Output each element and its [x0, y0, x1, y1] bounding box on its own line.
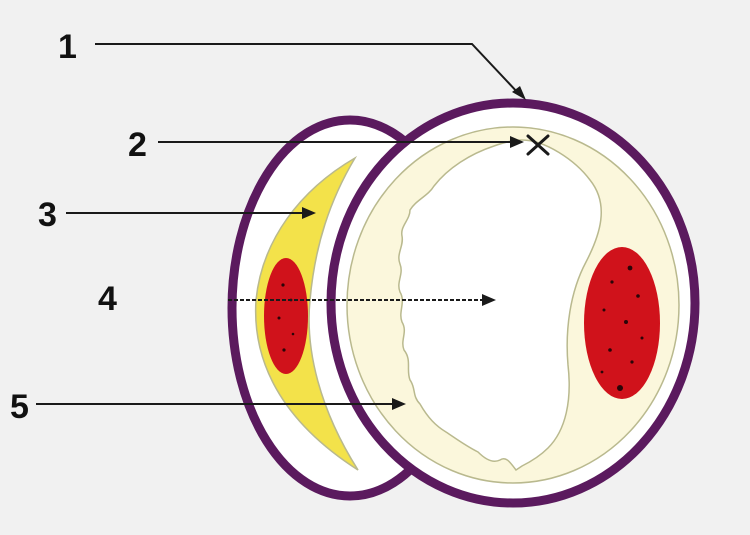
leader-line-1: [95, 44, 520, 95]
back-red-marrow: [264, 258, 308, 374]
callout-label-5: 5: [10, 388, 29, 426]
callout-label-1: 1: [58, 28, 77, 66]
callout-label-4: 4: [98, 280, 117, 318]
callout-label-2: 2: [128, 126, 147, 164]
callout-label-3: 3: [38, 196, 57, 234]
front-red-marrow: [584, 247, 660, 399]
